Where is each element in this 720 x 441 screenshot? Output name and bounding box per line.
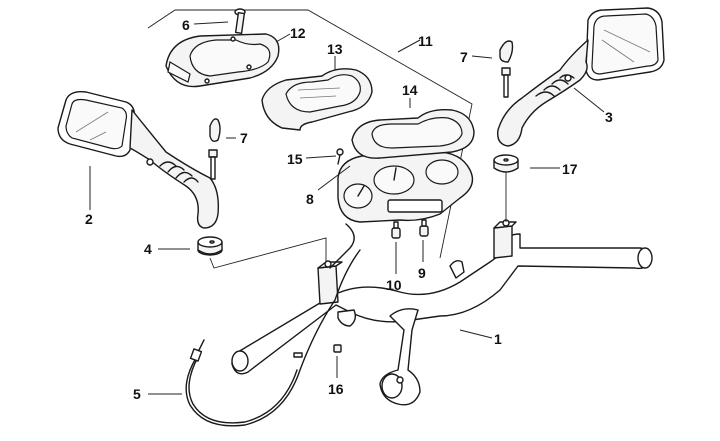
bar-end-right [637,247,653,269]
mirror-bolt-left [208,149,218,180]
mirror-cap-left [209,118,221,143]
callout-16: 16 [328,381,344,397]
bezel-screw [234,8,246,35]
callout-4: 4 [144,241,152,257]
bulb-holder-right [419,219,429,237]
mirror-bolt-right [501,67,511,98]
alignment-line-left [209,237,327,269]
instrument-gasket [351,108,475,159]
leader-8 [317,165,351,191]
instrument-bezel [165,33,280,88]
callout-3: 3 [605,109,613,125]
instrument-panel [329,151,474,269]
left-mirror-washer [197,236,223,256]
handlebar-nut [333,344,342,353]
callout-13: 13 [327,41,343,57]
callout-10: 10 [386,277,402,293]
callout-6: 6 [182,17,190,33]
left-mirror [57,90,220,229]
callout-11: 11 [418,33,433,49]
callout-7-right: 7 [460,49,468,65]
bar-end-left [231,350,249,372]
callout-17: 17 [562,161,578,177]
leader-1 [459,329,493,339]
bulb-holder-left [391,221,401,239]
callout-14: 14 [402,82,418,98]
callout-12: 12 [290,25,306,41]
mirror-cap-right [499,40,514,63]
speedometer-cable [185,249,361,427]
callout-7-left: 7 [240,130,248,146]
instrument-lens [261,68,373,131]
right-mirror [497,7,665,147]
right-mirror-washer [493,154,519,173]
callout-9: 9 [418,265,426,281]
callout-1: 1 [494,331,502,347]
leader-3 [573,87,605,113]
group-11-outline [147,9,473,259]
handlebar [231,219,653,406]
callout-2: 2 [85,211,93,227]
leader-7-right [471,55,493,59]
leader-15 [305,155,337,159]
leader-11 [397,39,421,53]
callout-5: 5 [133,386,141,402]
leader-12 [275,33,291,43]
panel-screw [336,148,344,165]
leader-6 [193,21,229,25]
callout-8: 8 [306,191,314,207]
callout-15: 15 [287,151,303,167]
